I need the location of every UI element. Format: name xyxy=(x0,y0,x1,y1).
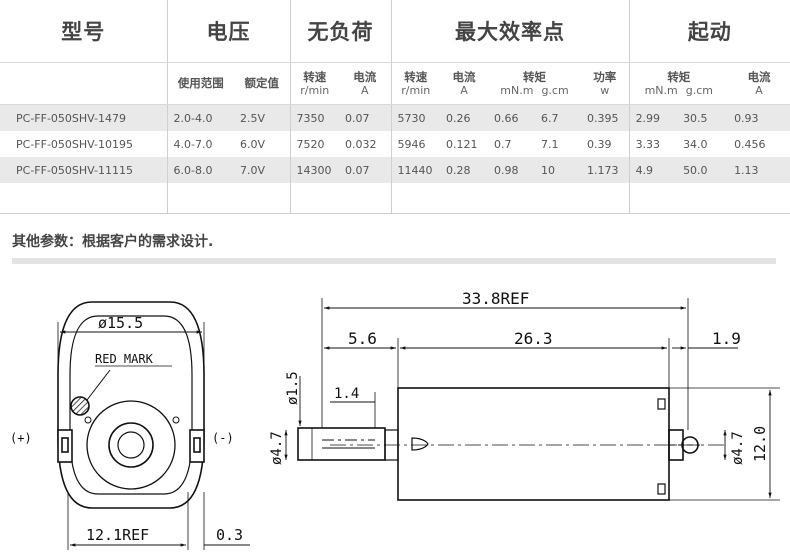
dim-body-length: 26.3 xyxy=(514,329,553,348)
cell-me-power: 0.395 xyxy=(581,104,630,131)
cell-nl-current: 0.07 xyxy=(339,104,391,131)
red-mark-label: RED MARK xyxy=(95,352,154,366)
cell-nl-current: 0.07 xyxy=(339,157,391,183)
cell-me-power: 0.39 xyxy=(587,137,612,151)
cell-range: 6.0-8.0 xyxy=(166,157,234,183)
dim-width-ref: 12.1REF xyxy=(86,526,149,544)
cell-me-torque-mnm: 0.98 xyxy=(488,157,535,183)
cell-rated: 6.0V xyxy=(240,137,266,151)
side-view xyxy=(284,298,780,501)
cell-nl-speed: 7350 xyxy=(289,104,339,131)
cell-me-torque-gcm: 6.7 xyxy=(535,104,581,131)
cell-nl-speed: 7520 xyxy=(289,131,339,157)
subheader-empty xyxy=(0,62,167,105)
dim-rear-length: 1.9 xyxy=(712,329,741,348)
cell-me-torque-mnm: 0.7 xyxy=(494,137,512,151)
dim-front-boss-diameter: ø4.7 xyxy=(269,431,285,465)
header-model: 型号 xyxy=(0,0,167,63)
cell-st-torque-mnm: 3.33 xyxy=(628,131,678,157)
cell-model: PC-FF-050SHV-11115 xyxy=(0,157,167,183)
cell-st-current: 0.456 xyxy=(734,137,766,151)
dim-shaft-length: 5.6 xyxy=(348,329,377,348)
cell-me-torque-mnm: 0.66 xyxy=(488,104,535,131)
section-divider xyxy=(12,258,776,264)
dim-rear-boss-diameter: ø4.7 xyxy=(730,431,746,465)
cell-nl-speed: 14300 xyxy=(289,157,339,183)
cell-st-torque-gcm: 30.5 xyxy=(677,104,729,131)
cell-range: 2.0-4.0 xyxy=(166,104,234,131)
subheader-range: 使用范围 xyxy=(166,62,234,105)
cell-st-current: 0.93 xyxy=(728,104,790,131)
cell-model: PC-FF-050SHV-1479 xyxy=(0,104,167,131)
blank-row xyxy=(0,183,790,214)
cell-st-current: 1.13 xyxy=(728,157,790,183)
plus-terminal-label: (+) xyxy=(10,431,32,445)
cell-st-torque-mnm: 2.99 xyxy=(628,104,678,131)
cell-st-torque-mnm: 4.9 xyxy=(628,157,678,183)
end-view xyxy=(57,301,250,550)
dim-body-height: 12.0 xyxy=(751,426,769,462)
group-header-row: 型号 电压 无负荷 最大效率点 起动 xyxy=(0,0,790,63)
cell-rated: 7.0V xyxy=(234,157,290,183)
dim-offset: 0.3 xyxy=(216,526,243,544)
cell-rated: 2.5V xyxy=(234,104,290,131)
subheader-rated: 额定值 xyxy=(234,62,290,105)
header-voltage: 电压 xyxy=(166,0,290,63)
motor-technical-drawing: ø15.5 RED MARK (+) (-) 12.1REF 0.3 xyxy=(10,289,780,550)
dim-body-diameter: ø15.5 xyxy=(98,314,143,332)
cell-me-current: 0.28 xyxy=(440,157,488,183)
table-row: PC-FF-050SHV-10195 4.0-7.0 6.0V 7520 0.0… xyxy=(0,131,790,157)
cell-model: PC-FF-050SHV-10195 xyxy=(16,137,133,151)
cell-range: 4.0-7.0 xyxy=(166,131,234,157)
cell-me-speed: 11440 xyxy=(390,157,440,183)
table-row: PC-FF-050SHV-11115 6.0-8.0 7.0V 14300 0.… xyxy=(0,157,790,183)
cell-me-speed: 5730 xyxy=(390,104,440,131)
cell-me-power: 1.173 xyxy=(581,157,630,183)
dim-shaft-diameter: ø1.5 xyxy=(285,371,301,405)
header-start: 起动 xyxy=(628,0,790,63)
table-row: PC-FF-050SHV-1479 2.0-4.0 2.5V 7350 0.07… xyxy=(0,104,790,131)
cell-me-current: 0.26 xyxy=(440,104,488,131)
cell-me-speed: 5946 xyxy=(390,131,440,157)
minus-terminal-label: (-) xyxy=(212,431,234,445)
header-max-efficiency: 最大效率点 xyxy=(390,0,630,63)
cell-st-torque-gcm: 50.0 xyxy=(677,157,729,183)
cell-me-torque-gcm: 7.1 xyxy=(541,137,559,151)
header-no-load: 无负荷 xyxy=(289,0,391,63)
note-text: 其他参数：根据客户的需求设计. xyxy=(12,234,214,250)
dim-flat-length: 1.4 xyxy=(334,386,359,402)
cell-me-torque-gcm: 10 xyxy=(535,157,581,183)
dim-total-length: 33.8REF xyxy=(462,289,529,308)
red-mark-dot xyxy=(70,396,90,416)
cell-st-torque-gcm: 34.0 xyxy=(683,137,708,151)
cell-me-current: 0.121 xyxy=(446,137,478,151)
cell-nl-current: 0.032 xyxy=(345,137,377,151)
